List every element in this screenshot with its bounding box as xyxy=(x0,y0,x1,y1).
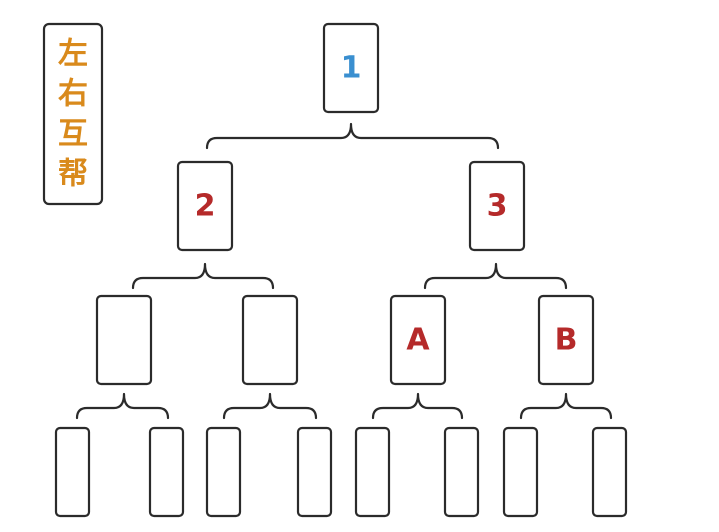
brace-left-left xyxy=(75,392,170,420)
node-a-box xyxy=(389,294,447,386)
brace-node-3 xyxy=(423,262,568,290)
node-3: 3 xyxy=(468,160,526,252)
title-char-2: 右 xyxy=(58,77,88,112)
brace-b xyxy=(519,392,613,420)
node-a-label: A xyxy=(406,323,430,358)
leaf-node-7 xyxy=(502,426,539,518)
leaf-node-5 xyxy=(354,426,391,518)
title-char-1: 左 xyxy=(58,37,88,72)
brace-left-right xyxy=(222,392,318,420)
leaf-node-4 xyxy=(296,426,333,518)
node-2-label: 2 xyxy=(195,189,216,224)
node-left-right xyxy=(241,294,299,386)
node-b-label: B xyxy=(555,323,578,358)
node-b: B xyxy=(537,294,595,386)
leaf-node-8 xyxy=(591,426,628,518)
node-left-left-box xyxy=(95,294,153,386)
node-a: A xyxy=(389,294,447,386)
node-b-box xyxy=(537,294,595,386)
leaf-node-3 xyxy=(205,426,242,518)
root-node: 1 xyxy=(322,22,380,114)
brace-root xyxy=(205,122,500,150)
node-3-box xyxy=(468,160,526,252)
leaf-node-1 xyxy=(54,426,91,518)
root-label: 1 xyxy=(341,51,362,86)
node-2: 2 xyxy=(176,160,234,252)
node-2-box xyxy=(176,160,234,252)
leaf-node-6 xyxy=(443,426,480,518)
title-char-4: 帮 xyxy=(58,157,88,192)
node-left-right-box xyxy=(241,294,299,386)
node-left-left xyxy=(95,294,153,386)
brace-node-2 xyxy=(131,262,275,290)
node-3-label: 3 xyxy=(487,189,508,224)
title-box xyxy=(42,22,104,206)
brace-a xyxy=(371,392,464,420)
title-char-3: 互 xyxy=(58,117,88,152)
title-panel: 左 右 互 帮 xyxy=(42,22,104,206)
root-box xyxy=(322,22,380,114)
leaf-node-2 xyxy=(148,426,185,518)
